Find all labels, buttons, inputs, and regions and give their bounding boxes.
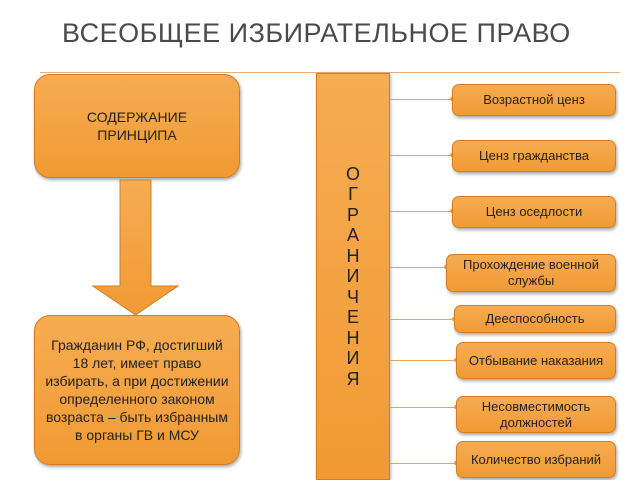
restriction-letter: Н [346,327,360,348]
connector-line [390,461,458,465]
connector-line [390,153,454,157]
restriction-letter: Е [346,307,359,328]
restriction-letter: О [345,163,360,184]
restriction-item-terms-count: Количество избраний [456,441,616,478]
restriction-item-citizenship: Ценз гражданства [452,140,616,172]
restriction-item-label: Несовместимость должностей [481,398,591,430]
restriction-item-legal-capacity: Дееспособность [454,305,616,333]
citizen-right-box: Гражданин РФ, достигший 18 лет, имеет пр… [34,315,240,465]
restriction-letter: Я [346,368,360,389]
connector-line [390,405,458,409]
principle-box: СОДЕРЖАНИЕ ПРИНЦИПА [34,74,240,178]
restriction-letter: Г [348,184,358,205]
restrictions-column: О Г Р А Н И Ч Е Н И Я [316,73,390,480]
restriction-item-label: Отбывание наказания [468,352,604,368]
restriction-letter: Р [346,204,359,225]
restriction-letter: А [346,225,359,246]
citizen-right-text: Гражданин РФ, достигший 18 лет, имеет пр… [45,337,229,443]
connector-line [390,209,454,213]
restriction-item-residence: Ценз оседлости [452,196,616,228]
restriction-item-age: Возрастной ценз [452,84,616,116]
restriction-letter: Н [346,245,360,266]
restriction-letter: И [346,348,360,369]
connector-line [390,317,456,321]
connector-line [390,358,458,362]
restriction-item-label: Количество избраний [470,451,602,467]
restriction-item-label: Ценз оседлости [485,204,583,219]
restriction-item-military-service: Прохождение военной службы [446,254,616,292]
restriction-item-label: Прохождение военной службы [463,257,599,288]
restriction-item-incompatibility: Несовместимость должностей [456,396,616,433]
restriction-item-label: Ценз гражданства [479,148,589,163]
connector-line [390,97,454,101]
restrictions-vertical-label: О Г Р А Н И Ч Е Н И Я [346,164,360,390]
restriction-item-label: Дееспособность [485,311,585,326]
slide-title: ВСЕОБЩЕЕ ИЗБИРАТЕЛЬНОЕ ПРАВО [62,18,571,48]
restriction-letter: Ч [346,286,359,307]
connector-line [390,265,448,269]
principle-label: СОДЕРЖАНИЕ ПРИНЦИПА [86,109,188,143]
restriction-item-sentence: Отбывание наказания [456,342,616,379]
restriction-item-label: Возрастной ценз [483,92,585,107]
restriction-letter: И [346,266,360,287]
title-divider [40,72,620,73]
